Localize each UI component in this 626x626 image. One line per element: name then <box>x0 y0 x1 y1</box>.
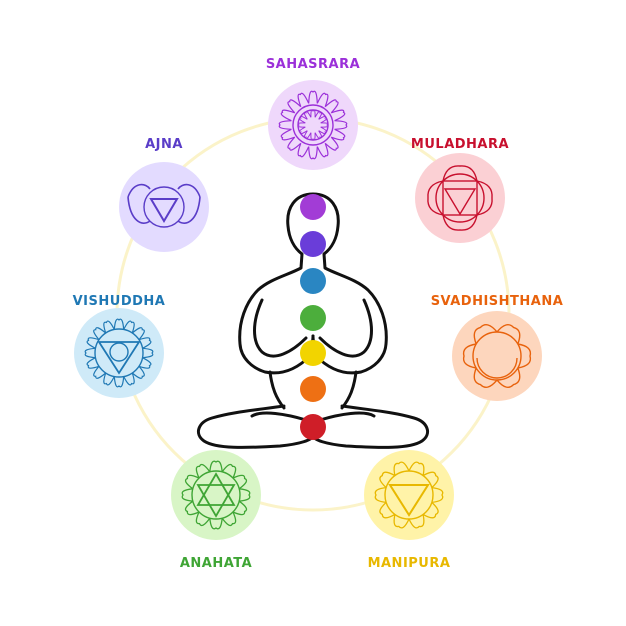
body-point-root <box>300 414 326 440</box>
chakra-manipura-symbol-icon <box>374 461 444 529</box>
chakra-svadhishthana: SVADHISHTHANA <box>431 294 564 401</box>
chakra-manipura-label: MANIPURA <box>368 556 451 571</box>
chakra-manipura: MANIPURA <box>364 450 454 571</box>
chakra-vishuddha: VISHUDDHA <box>73 294 166 398</box>
chakra-muladhara-disc <box>415 153 505 243</box>
body-point-solar-plexus <box>300 340 326 366</box>
chakra-ajna-label: AJNA <box>145 137 183 152</box>
chakra-ajna-disc <box>119 162 209 252</box>
chakra-manipura-disc <box>364 450 454 540</box>
chakra-vishuddha-label: VISHUDDHA <box>73 294 166 309</box>
chakra-vishuddha-symbol-icon <box>84 318 154 388</box>
chakra-nodes: SAHASRARA MULADHARA SVADHISHTHANA MANIPURA A… <box>73 57 564 571</box>
body-point-heart <box>300 305 326 331</box>
chakra-sahasrara-symbol-icon <box>278 90 348 160</box>
body-point-third-eye <box>300 231 326 257</box>
chakra-sahasrara-disc <box>268 80 358 170</box>
chakra-ajna: AJNA <box>119 137 209 252</box>
figure-feet <box>250 411 376 422</box>
chakra-sahasrara-label: SAHASRARA <box>266 57 360 72</box>
body-point-sacral <box>300 376 326 402</box>
body-point-throat <box>300 268 326 294</box>
chakra-muladhara-symbol-icon <box>427 165 493 231</box>
chakra-sahasrara: SAHASRARA <box>266 57 360 170</box>
chakra-muladhara: MULADHARA <box>411 137 509 243</box>
chakra-anahata-disc <box>171 450 261 540</box>
chakra-anahata-symbol-icon <box>181 460 251 530</box>
chakra-svadhishthana-disc <box>452 311 542 401</box>
chakra-svadhishthana-label: SVADHISHTHANA <box>431 294 564 309</box>
chakra-ajna-symbol-icon <box>127 183 201 228</box>
chakra-svadhishthana-symbol-icon <box>462 324 532 388</box>
chakra-anahata-label: ANAHATA <box>180 556 252 571</box>
chakra-vishuddha-disc <box>74 308 164 398</box>
body-chakra-points <box>300 194 326 440</box>
chakra-muladhara-label: MULADHARA <box>411 137 509 152</box>
figure-arms <box>253 298 373 358</box>
body-point-crown <box>300 194 326 220</box>
chakra-anahata: ANAHATA <box>171 450 261 571</box>
